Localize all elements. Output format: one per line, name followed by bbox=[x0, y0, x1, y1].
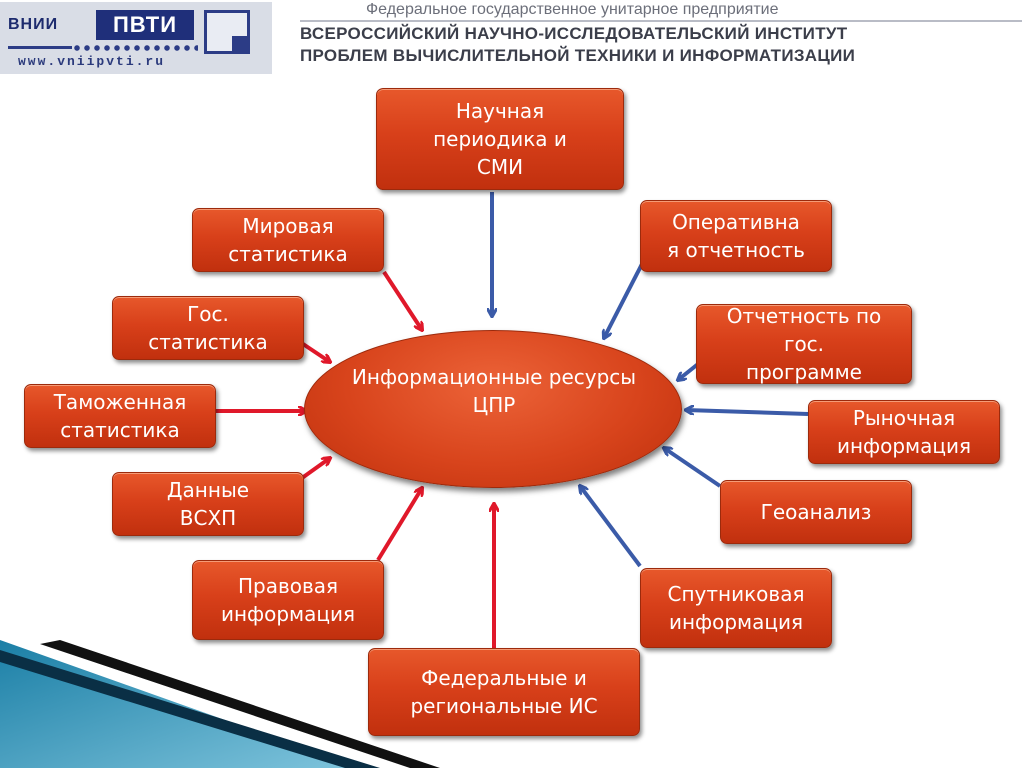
node-label: Данные bbox=[166, 478, 250, 502]
node-label: Научная bbox=[455, 99, 545, 123]
node-label: статистика bbox=[60, 418, 180, 442]
node-label: Рыночная bbox=[852, 406, 956, 430]
header-institute-line2: ПРОБЛЕМ ВЫЧИСЛИТЕЛЬНОЙ ТЕХНИКИ И ИНФОРМА… bbox=[300, 46, 856, 65]
logo-pvti: ПВТИ bbox=[112, 12, 178, 37]
node-label: Гос. bbox=[187, 302, 229, 326]
arrow-gos-stat bbox=[298, 340, 330, 362]
header-org-type: Федеральное государственное унитарное пр… bbox=[366, 1, 779, 18]
node-label: Мировая bbox=[242, 214, 334, 238]
node-label: я отчетность bbox=[667, 238, 805, 262]
center-label: Информационные ресурсы ЦПР bbox=[351, 365, 637, 417]
logo-url: www.vniipvti.ru bbox=[18, 54, 166, 69]
arrow-otchetnost bbox=[678, 362, 700, 380]
arrow-sputnik bbox=[580, 486, 642, 568]
arrow-vshp bbox=[300, 458, 330, 480]
node-mirovaya-statistika[interactable]: Мировая статистика bbox=[192, 208, 384, 272]
logo-vnii: ВНИИ bbox=[8, 16, 59, 33]
node-sputnikovaya-informaciya[interactable]: Спутниковая информация bbox=[640, 568, 832, 648]
node-label: Отчетность по bbox=[726, 304, 882, 328]
arrow-geoanaliz bbox=[664, 448, 722, 488]
node-dannye-vshp[interactable]: Данные ВСХП bbox=[112, 472, 304, 536]
node-tamozhennaya-statistika[interactable]: Таможенная статистика bbox=[24, 384, 216, 448]
logo[interactable]: ВНИИ ПВТИ www.vniipvti.ru bbox=[0, 2, 272, 74]
node-gos-statistika[interactable]: Гос. статистика bbox=[112, 296, 304, 360]
node-label: Геоанализ bbox=[760, 500, 872, 524]
header-institute-line1: ВСЕРОССИЙСКИЙ НАУЧНО-ИССЛЕДОВАТЕЛЬСКИЙ И… bbox=[300, 24, 848, 43]
node-label: информация bbox=[668, 610, 804, 634]
node-label: статистика bbox=[228, 242, 348, 266]
node-label: Оперативна bbox=[672, 210, 800, 234]
node-label: статистика bbox=[148, 330, 268, 354]
node-operativnaya-otchetnost[interactable]: Оперативна я отчетность bbox=[640, 200, 832, 272]
node-label: Федеральные и bbox=[421, 666, 587, 690]
arrow-operativnaya bbox=[604, 263, 644, 338]
node-otchetnost-gos-programme[interactable]: Отчетность по гос. программе bbox=[696, 304, 912, 384]
node-label: Спутниковая bbox=[667, 582, 805, 606]
header: ВНИИ ПВТИ www.vniipvti.ru Федеральное го… bbox=[0, 0, 1024, 78]
arrow-pravovaya bbox=[376, 488, 422, 562]
node-label: региональные ИС bbox=[410, 694, 598, 718]
node-label: информация bbox=[220, 602, 356, 626]
node-label: Правовая bbox=[237, 574, 339, 598]
node-federalnye-is[interactable]: Федеральные и региональные ИС bbox=[368, 648, 640, 736]
logo-dots bbox=[72, 44, 198, 52]
header-divider bbox=[300, 20, 1022, 22]
arrow-mirovaya bbox=[382, 270, 422, 330]
node-label: информация bbox=[836, 434, 972, 458]
arrow-rynochnaya bbox=[686, 410, 809, 416]
node-geoanaliz[interactable]: Геоанализ bbox=[720, 480, 912, 544]
logo-line bbox=[8, 46, 72, 49]
logo-square-icon bbox=[204, 10, 250, 54]
node-label: программе bbox=[746, 360, 862, 384]
node-pravovaya-informaciya[interactable]: Правовая информация bbox=[192, 560, 384, 640]
node-label: Таможенная bbox=[53, 390, 187, 414]
node-nauchnaya-periodika[interactable]: Научная периодика и СМИ bbox=[376, 88, 624, 190]
node-label: периодика и bbox=[433, 127, 567, 151]
logo-pvti-box: ПВТИ bbox=[96, 10, 194, 40]
node-label: СМИ bbox=[476, 155, 524, 179]
center-node[interactable]: Информационные ресурсы ЦПР bbox=[304, 330, 682, 488]
node-rynochnaya-informaciya[interactable]: Рыночная информация bbox=[808, 400, 1000, 464]
node-label: ВСХП bbox=[179, 506, 237, 530]
node-label: гос. bbox=[783, 332, 825, 356]
